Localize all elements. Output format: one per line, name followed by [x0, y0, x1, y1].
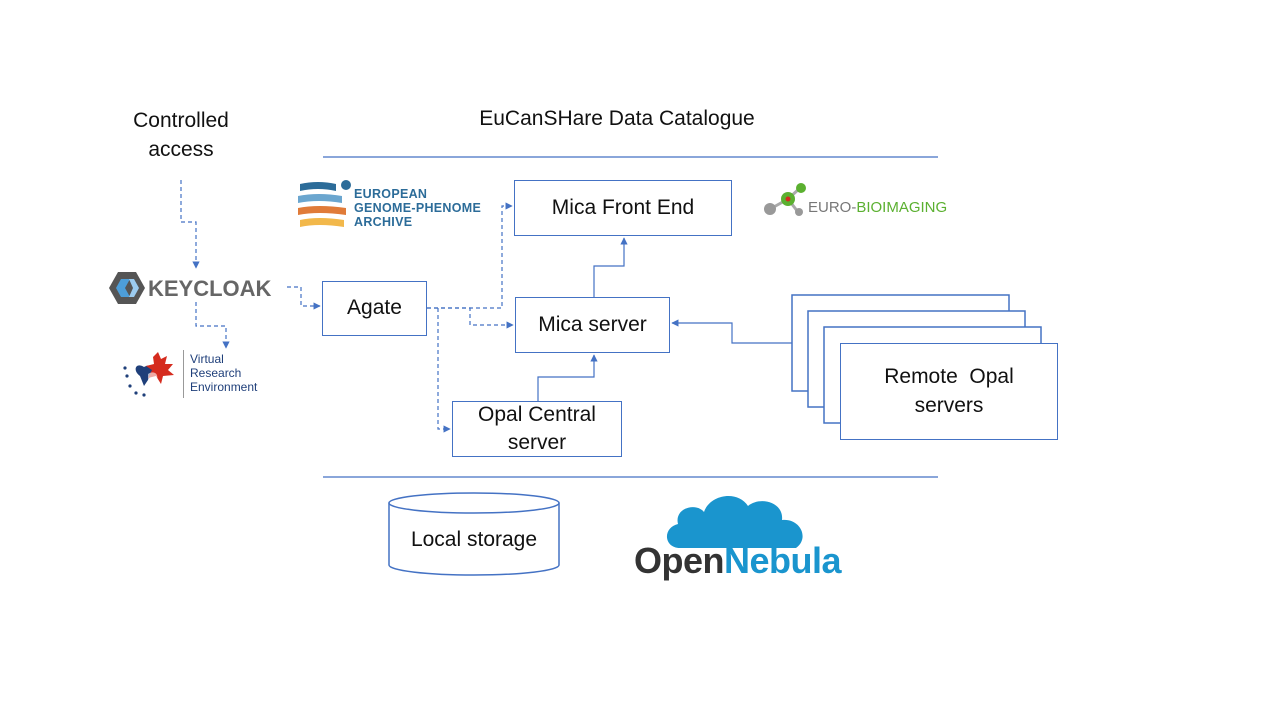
euro-bioimaging-part-1: EURO-: [808, 199, 857, 216]
keycloak-to-vre-connector: [195, 302, 230, 349]
mica-server-node: Mica server: [515, 297, 670, 353]
vre-line-1: Virtual: [190, 352, 224, 366]
ega-line-1: EUROPEAN: [354, 187, 428, 201]
agate-to-mica-server-connector: [427, 307, 514, 329]
opal-central-label-line-2: server: [507, 431, 567, 454]
cloud-icon: [666, 495, 803, 548]
vre-line-3: Environment: [190, 380, 258, 394]
heart-maple-leaf-icon: [123, 352, 174, 397]
opennebula-part-2: Nebula: [724, 540, 842, 581]
controlled-access-to-keycloak-connector: [180, 180, 200, 269]
ega-line-3: ARCHIVE: [354, 215, 413, 229]
opal-central-to-mica-server-connector: [537, 354, 598, 401]
opennebula-part-1: Open: [634, 540, 725, 581]
mica-server-label: Mica server: [538, 312, 647, 336]
local-storage-cylinder: [388, 492, 560, 576]
local-storage-label: Local storage: [410, 528, 538, 551]
ega-line-2: GENOME-PHENOME: [354, 201, 482, 215]
remote-opal-to-mica-server-connector: [671, 319, 792, 344]
keycloak-to-agate-connector: [287, 286, 321, 310]
controlled-access-line-2: access: [148, 138, 214, 161]
molecule-icon: [764, 183, 806, 216]
mica-front-end-node: Mica Front End: [514, 180, 732, 236]
remote-opal-label-line-1: Remote Opal: [884, 365, 1014, 389]
opal-central-label-line-1: Opal Central: [478, 402, 596, 426]
ega-logo-icon: [298, 180, 351, 227]
mica-server-to-front-end-connector: [593, 237, 628, 297]
remote-opal-label-line-2: servers: [914, 393, 984, 417]
vre-line-2: Research: [190, 366, 242, 380]
agate-node: Agate: [322, 281, 427, 336]
controlled-access-label: Controlled access: [106, 106, 256, 164]
controlled-access-line-1: Controlled: [133, 109, 229, 132]
keycloak-text: KEYCLOAK: [148, 276, 272, 301]
vre-logo: Virtual Research Environment: [118, 348, 278, 400]
mica-front-end-label: Mica Front End: [551, 195, 695, 219]
euro-bioimaging-part-2: BIOIMAGING: [856, 199, 948, 216]
keycloak-hexagon-icon: [109, 272, 145, 304]
opennebula-logo: OpenNebula: [632, 488, 847, 583]
opal-central-server-node: Opal Central server: [452, 401, 622, 457]
agate-label: Agate: [347, 296, 402, 320]
ega-logo: EUROPEAN GENOME-PHENOME ARCHIVE: [296, 178, 496, 236]
agate-to-opal-central-connector: [437, 308, 451, 433]
diagram-title: EuCanSHare Data Catalogue: [479, 107, 755, 130]
euro-bioimaging-logo: EURO-BIOIMAGING: [762, 182, 977, 222]
remote-opal-servers-node: Remote Opal servers: [840, 343, 1058, 440]
keycloak-logo: KEYCLOAK: [108, 270, 288, 306]
